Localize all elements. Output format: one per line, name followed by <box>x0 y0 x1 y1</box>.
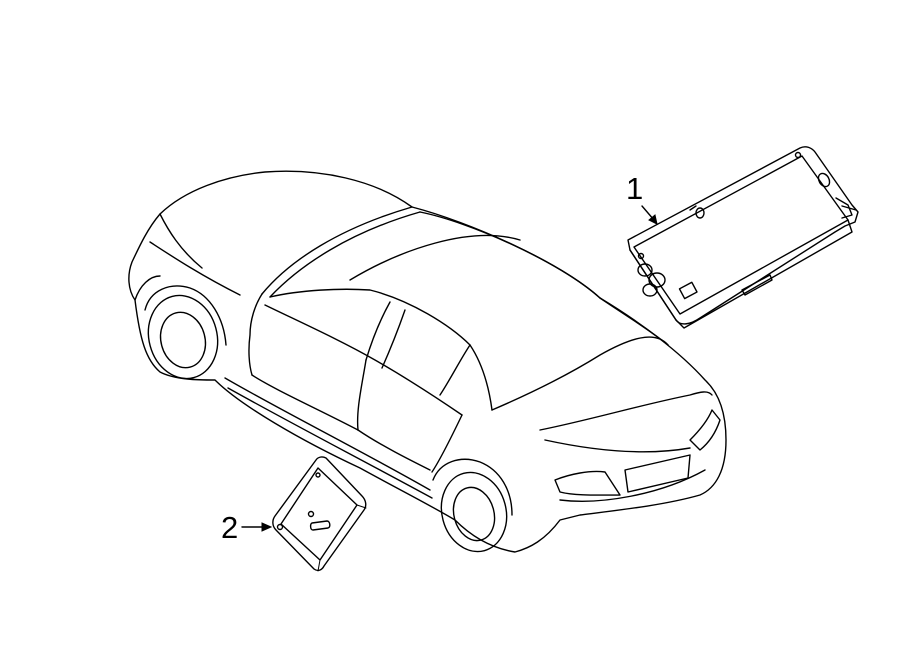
callout-1-arrowhead <box>648 214 658 225</box>
callout-2: 2 <box>221 510 273 545</box>
callout-1: 1 <box>626 171 658 225</box>
part-2-small-module <box>272 456 367 572</box>
callout-1-number: 1 <box>626 171 643 206</box>
part-1-control-module <box>627 146 859 329</box>
callout-2-arrowhead <box>261 522 273 532</box>
car-illustration <box>128 170 727 553</box>
callout-2-number: 2 <box>221 510 238 545</box>
